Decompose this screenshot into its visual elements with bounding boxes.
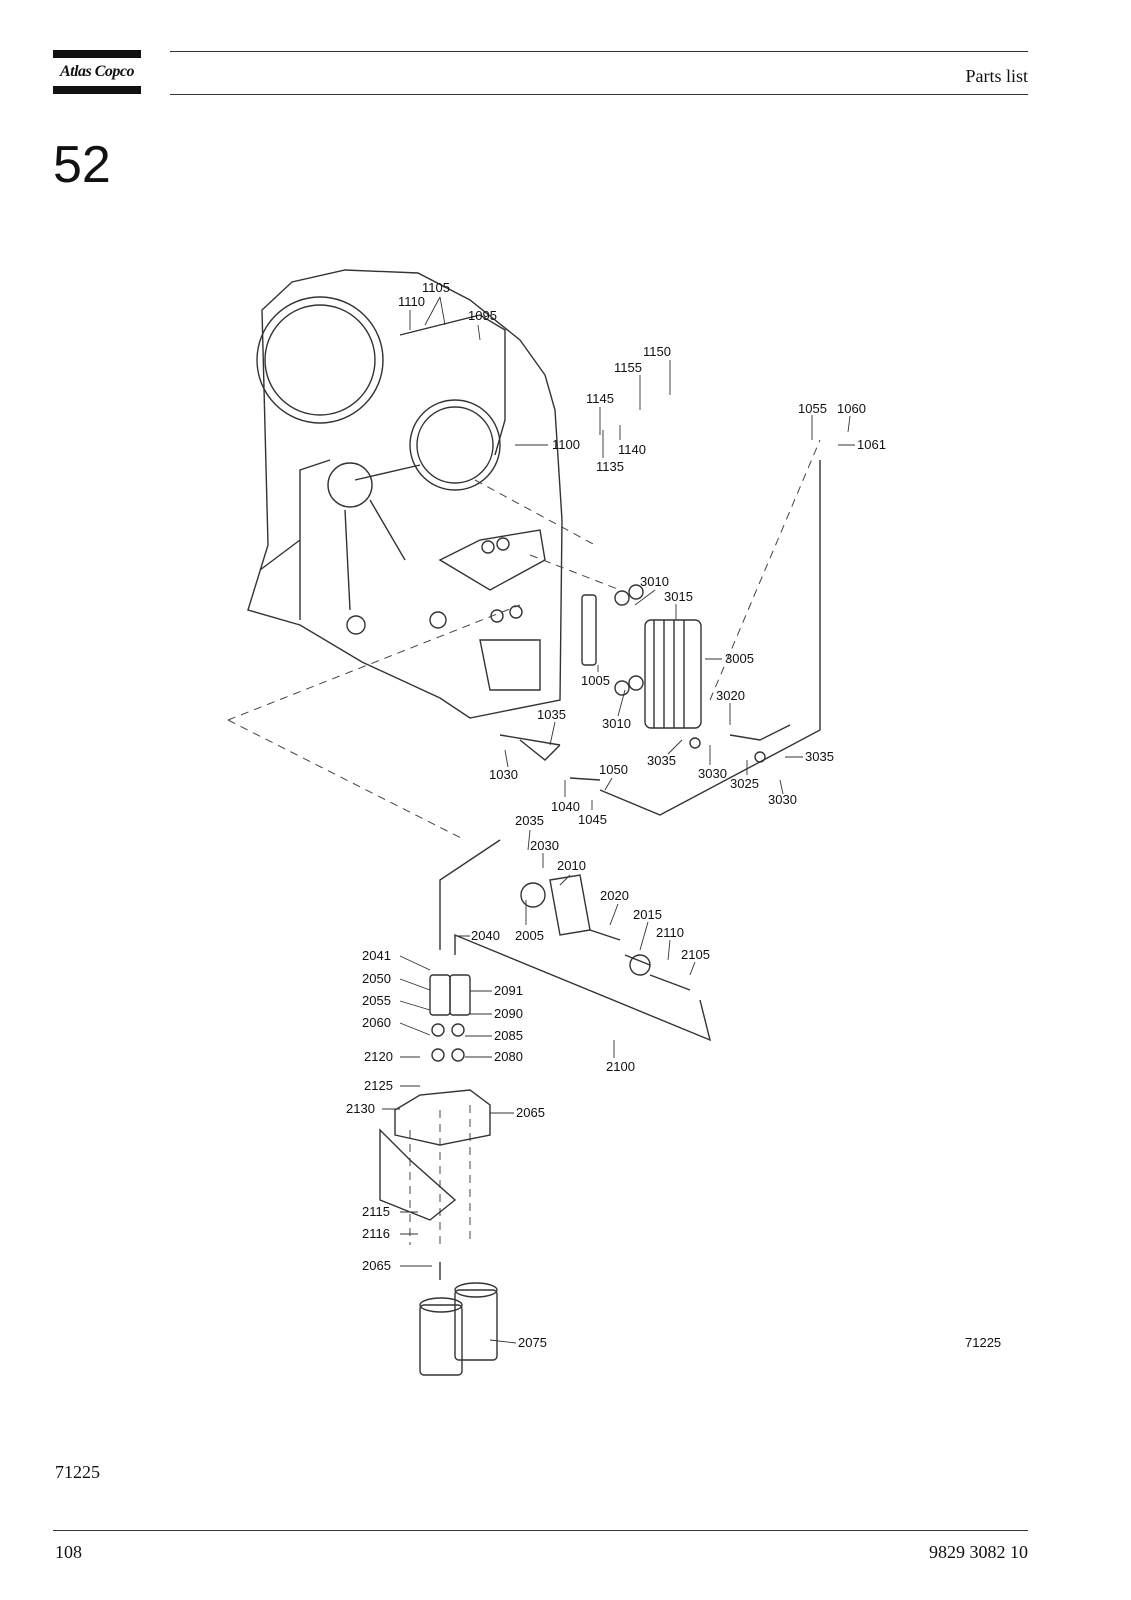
callout-label: 1135: [596, 459, 624, 474]
callout-label: 2090: [494, 1006, 523, 1021]
header-top-rule: [170, 51, 1028, 52]
callout-label: 2065: [516, 1105, 545, 1120]
callout-label: 1050: [599, 762, 628, 777]
callout-label: 3015: [664, 589, 693, 604]
callout-label: 1055: [798, 401, 827, 416]
callout-label: 2040: [471, 928, 500, 943]
callout-label: 2075: [518, 1335, 547, 1350]
callout-label: 1061: [857, 437, 886, 452]
callout-label: 3035: [805, 749, 834, 764]
callout-label: 3020: [716, 688, 745, 703]
callout-label: 1140: [618, 442, 646, 457]
callout-label: 2120: [364, 1049, 393, 1064]
callout-leaders: [382, 296, 855, 1344]
callout-label: 2060: [362, 1015, 391, 1030]
callout-label: 2080: [494, 1049, 523, 1064]
callout-label: 3035: [647, 753, 676, 768]
header-bottom-rule: [170, 94, 1028, 95]
callout-label: 1005: [581, 673, 610, 688]
callout-label: 2010: [557, 858, 586, 873]
header-title: Parts list: [965, 66, 1028, 86]
gearcase-housing: [247, 269, 563, 719]
callout-label: 3005: [725, 651, 754, 666]
callout-label: 2130: [346, 1101, 375, 1116]
callout-label: 2065: [362, 1258, 391, 1273]
figure-reference: 71225: [55, 1462, 100, 1482]
callout-label: 3030: [768, 792, 797, 807]
callout-label: 2116: [362, 1226, 390, 1241]
oil-filter-assembly: [379, 974, 498, 1376]
callout-label: 1060: [837, 401, 866, 416]
document-number: 9829 3082 10: [929, 1542, 1028, 1562]
callout-label: 3030: [698, 766, 727, 781]
callout-label: 2125: [364, 1078, 393, 1093]
callout-label: 2110: [656, 925, 684, 940]
assembly-leader-lines: [227, 439, 821, 1245]
cooler-and-valves: [439, 460, 821, 1042]
callout-label: 3010: [640, 574, 669, 589]
callout-label: 2035: [515, 813, 544, 828]
footer-rule: [53, 1530, 1028, 1531]
callout-label: 2055: [362, 993, 391, 1008]
callout-label: 2005: [515, 928, 544, 943]
callout-label: 2085: [494, 1028, 523, 1043]
callout-label: 2050: [362, 971, 391, 986]
callout-label: 2100: [606, 1059, 635, 1074]
callout-labels: 1105 1110 1095 1150 1155 1145 1100 1140 …: [346, 280, 1001, 1350]
section-number: 52: [53, 136, 111, 194]
callout-label: 2115: [362, 1204, 390, 1219]
brand-wordmark: Atlas Copco: [59, 63, 135, 80]
atlas-copco-logo: Atlas Copco: [53, 50, 141, 94]
callout-label: 1095: [468, 308, 497, 323]
callout-label: 2091: [494, 983, 523, 998]
callout-label: 1035: [537, 707, 566, 722]
callout-label: 1045: [578, 812, 607, 827]
callout-label: 1150: [643, 344, 671, 359]
page-number: 108: [55, 1542, 82, 1562]
callout-label: 3010: [602, 716, 631, 731]
callout-label: 2105: [681, 947, 710, 962]
callout-label: 3025: [730, 776, 759, 791]
callout-label: 2020: [600, 888, 629, 903]
callout-label: 1110: [398, 294, 425, 309]
callout-label: 1030: [489, 767, 518, 782]
figure-id-label: 71225: [965, 1335, 1001, 1350]
callout-label: 1145: [586, 391, 614, 406]
callout-label: 2030: [530, 838, 559, 853]
callout-label: 1040: [551, 799, 580, 814]
callout-label: 1100: [552, 437, 580, 452]
callout-label: 2015: [633, 907, 662, 922]
callout-label: 2041: [362, 948, 391, 963]
callout-label: 1105: [422, 280, 450, 295]
callout-label: 1155: [614, 360, 642, 375]
